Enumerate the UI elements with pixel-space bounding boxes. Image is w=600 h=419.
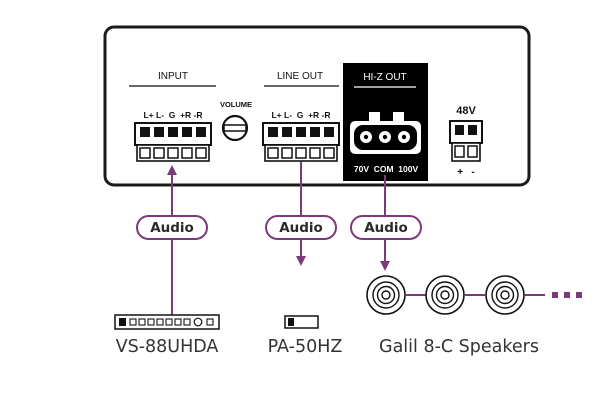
input-pin-labels: L+ L- G +R -R <box>143 110 202 120</box>
speaker-icon <box>366 275 406 315</box>
source-device-label: VS-88UHDA <box>116 337 219 357</box>
amplifier-device: PA-50HZ <box>268 315 343 357</box>
audio-label-line-out: Audio <box>265 215 337 240</box>
line-out-section: LINE OUT L+ L- G +R -R <box>262 71 340 162</box>
source-device: VS-88UHDA <box>114 314 220 357</box>
speakers-group: Galil 8-C Speakers <box>366 275 582 357</box>
speaker-icon <box>485 275 525 315</box>
audio-label-hiz-out: Audio <box>350 215 422 240</box>
svg-text:Audio: Audio <box>279 220 323 236</box>
speaker-icon <box>425 275 465 315</box>
audio-label-input: Audio <box>136 215 208 240</box>
line-out-terminal-block[interactable] <box>262 122 340 162</box>
amplifier-device-label: PA-50HZ <box>268 337 343 357</box>
line-out-pin-labels: L+ L- G +R -R <box>271 110 330 120</box>
power-terminal-block[interactable] <box>449 120 483 162</box>
input-label: INPUT <box>158 71 188 82</box>
volume-label: VOLUME <box>220 100 252 109</box>
power-label: 48V <box>456 105 476 117</box>
svg-text:Audio: Audio <box>364 220 408 236</box>
speakers-label: Galil 8-C Speakers <box>379 337 539 357</box>
hiz-out-label: HI-Z OUT <box>363 72 406 83</box>
hiz-out-section: HI-Z OUT 70V COM 100V <box>343 63 428 181</box>
input-section: INPUT L+ L- G +R -R <box>129 71 216 162</box>
power-section: 48V + - <box>449 105 483 178</box>
input-terminal-block[interactable] <box>134 122 212 162</box>
continuation-dots <box>552 292 582 298</box>
volume-knob[interactable]: VOLUME <box>220 100 252 142</box>
line-out-label: LINE OUT <box>277 71 323 82</box>
hiz-out-pin-labels: 70V COM 100V <box>354 164 419 174</box>
power-pin-labels: + - <box>457 167 475 178</box>
hiz-out-connector[interactable] <box>350 112 421 154</box>
svg-text:Audio: Audio <box>150 220 194 236</box>
